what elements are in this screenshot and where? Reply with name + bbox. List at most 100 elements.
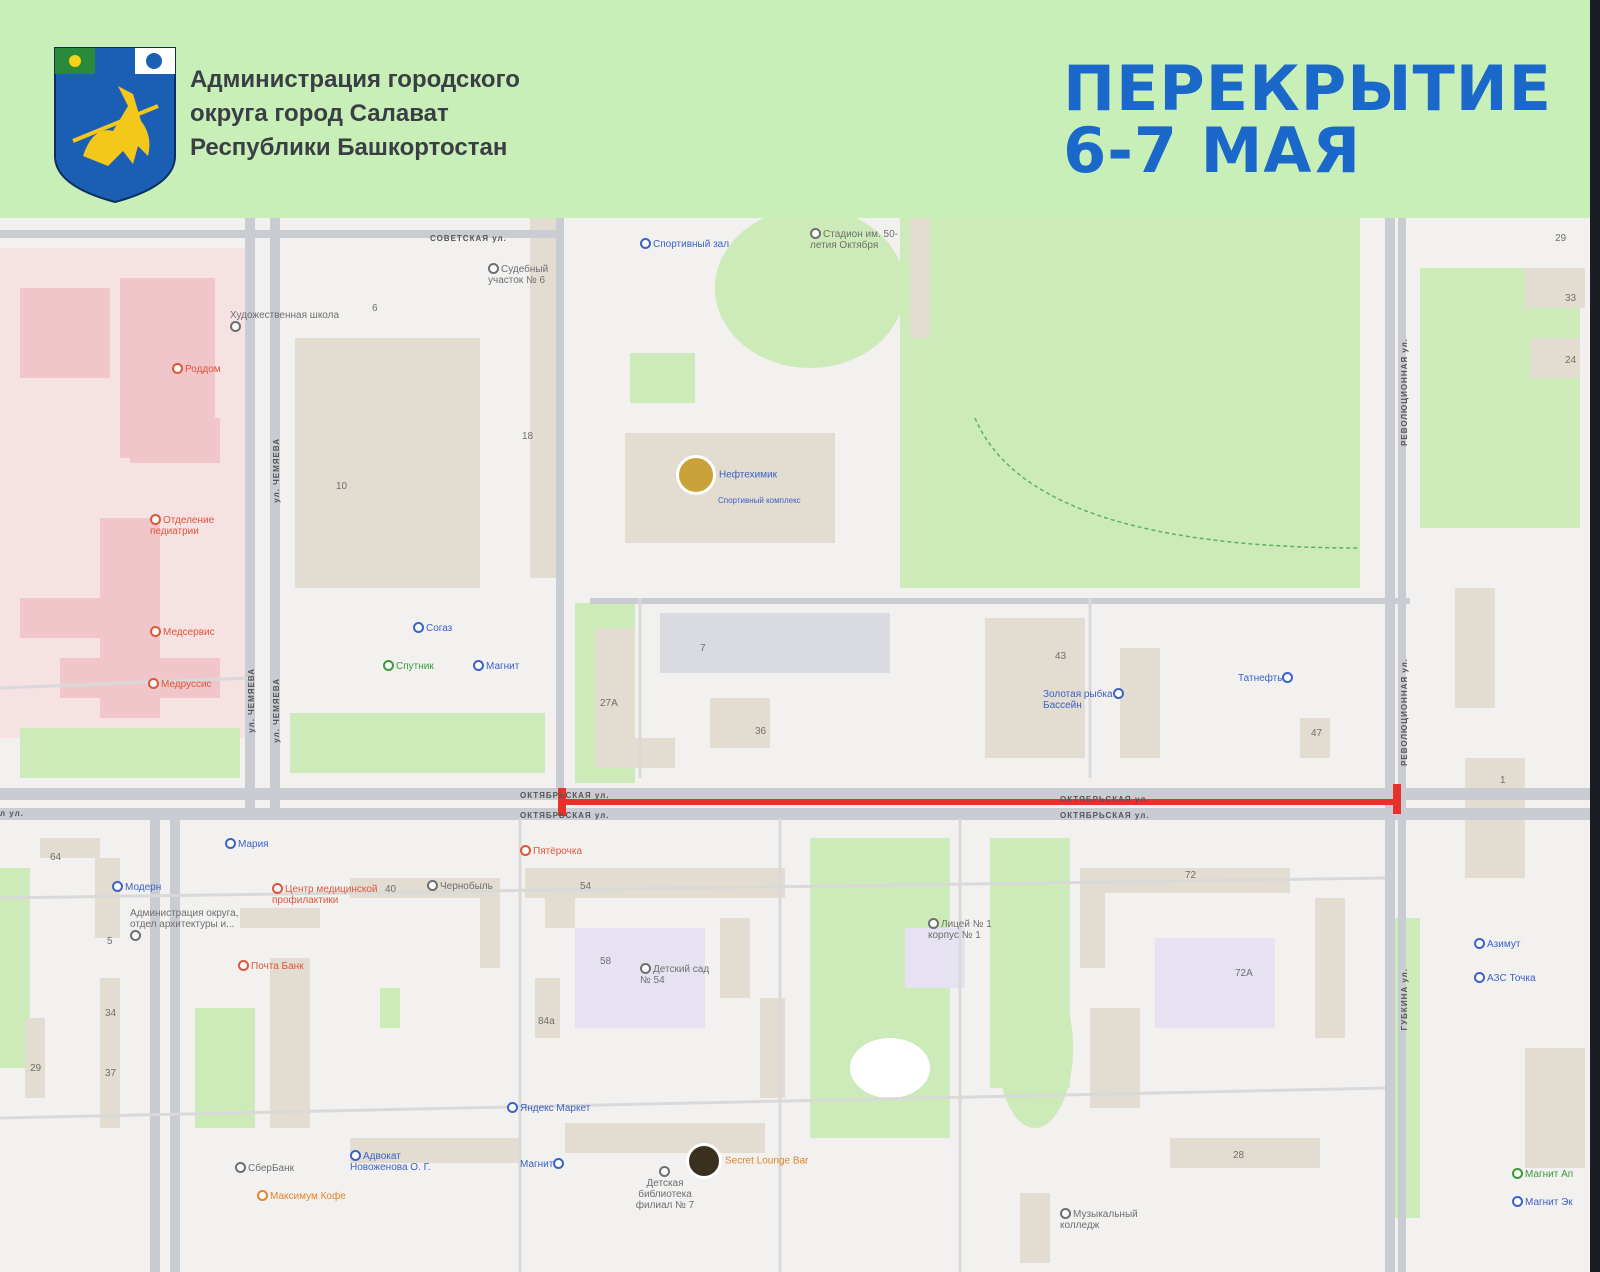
- house-number: 1: [1500, 775, 1506, 786]
- poi-sputnik[interactable]: Спутник: [383, 660, 434, 672]
- header-banner: Администрация городского округа город Са…: [0, 0, 1590, 218]
- house-number: 10: [336, 481, 348, 492]
- house-number: 72: [1185, 870, 1197, 881]
- map-canvas: [0, 218, 1590, 1272]
- house-number: 29: [30, 1063, 42, 1074]
- house-number: 84а: [538, 1016, 555, 1027]
- poi-sogaz[interactable]: Согаз: [413, 622, 452, 634]
- house-number: 64: [50, 852, 62, 863]
- stadium-icon: [810, 228, 821, 239]
- poi-kindergarten[interactable]: Детский сад № 54: [640, 963, 710, 986]
- poi-lawyer[interactable]: Адвокат Новоженова О. Г.: [350, 1150, 431, 1173]
- poi-chernobyl[interactable]: Чернобыль: [427, 880, 493, 892]
- shop-icon: [1512, 1168, 1523, 1179]
- house-number: 29: [1555, 233, 1567, 244]
- kindergarten-icon: [640, 963, 651, 974]
- house-number: 6: [372, 303, 378, 314]
- poi-yandex-market[interactable]: Яндекс Маркет: [507, 1102, 590, 1114]
- poi-music-college[interactable]: Музыкальный колледж: [1060, 1208, 1138, 1231]
- school-icon: [230, 321, 241, 332]
- poi-sberbank[interactable]: СберБанк: [235, 1162, 294, 1174]
- poi-roddom[interactable]: Роддом: [172, 363, 221, 375]
- poi-library[interactable]: Детская библиотека филиал № 7: [620, 1166, 710, 1211]
- poi-pochta[interactable]: Почта Банк: [238, 960, 304, 972]
- poi-azs[interactable]: АЗС Точка: [1474, 972, 1536, 984]
- gym-icon: [640, 238, 651, 249]
- house-number: 34: [105, 1008, 117, 1019]
- poi-medrussis[interactable]: Медруссис: [148, 678, 212, 690]
- poi-magnit-top[interactable]: Магнит: [473, 660, 519, 672]
- poi-lyceum[interactable]: Лицей № 1 корпус № 1: [928, 918, 992, 941]
- supermarket-icon: [520, 845, 531, 856]
- poi-stadium[interactable]: Стадион им. 50-летия Октября: [810, 228, 899, 251]
- poi-pyaterochka[interactable]: Пятёрочка: [520, 845, 582, 857]
- poi-lounge[interactable]: Secret Lounge Bar: [686, 1143, 808, 1179]
- street-revolyutsionnaya-2: РЕВОЛЮЦИОННАЯ ул.: [1400, 658, 1409, 766]
- insurance-icon: [413, 622, 424, 633]
- bank-icon: [238, 960, 249, 971]
- street-chernyaeva-3: ул. ЧЕМЯЕВА: [247, 668, 256, 733]
- clinic-icon: [148, 678, 159, 689]
- court-icon: [488, 263, 499, 274]
- college-icon: [1060, 1208, 1071, 1219]
- government-icon: [130, 930, 141, 941]
- monument-icon: [427, 880, 438, 891]
- school-icon: [928, 918, 939, 929]
- poi-art-school[interactable]: Художественная школа: [230, 310, 350, 333]
- poi-magnit-right-2[interactable]: Магнит Эк: [1512, 1196, 1573, 1208]
- street-oktyabrskaya-1: ОКТЯБРЬСКАЯ ул.: [520, 791, 610, 800]
- street-gubkina: ГУБКИНА ул.: [1400, 968, 1409, 1031]
- cafe-icon: [257, 1190, 268, 1201]
- organization-name: Администрация городского округа город Са…: [190, 63, 520, 165]
- shop-icon: [473, 660, 484, 671]
- fuel-station-icon: [1474, 972, 1485, 983]
- poi-sport-hall[interactable]: Спортивный зал: [640, 238, 729, 250]
- house-number: 28: [1233, 1150, 1245, 1161]
- shop-icon: [383, 660, 394, 671]
- pickup-point-icon: [507, 1102, 518, 1113]
- right-edge-strip: [1590, 0, 1600, 1272]
- house-number: 37: [105, 1068, 117, 1079]
- fuel-station-icon: [1282, 672, 1294, 683]
- poi-magnit-bottom[interactable]: Магнит: [520, 1158, 566, 1170]
- poi-modern[interactable]: Модерн: [112, 881, 161, 893]
- poi-medservis[interactable]: Медсервис: [150, 626, 215, 638]
- poi-tatneft[interactable]: Татнефть: [1238, 672, 1295, 684]
- street-sovetskaya: СОВЕТСКАЯ ул.: [430, 234, 507, 243]
- shop-icon: [553, 1158, 565, 1169]
- lawyer-icon: [350, 1150, 361, 1161]
- street-chernyaeva-2: ул. ЧЕМЯЕВА: [272, 678, 281, 743]
- shop-icon: [225, 838, 236, 849]
- hospital-icon: [150, 514, 161, 525]
- poi-maximum[interactable]: Максимум Кофе: [257, 1190, 346, 1202]
- poi-maria[interactable]: Мария: [225, 838, 269, 850]
- poi-pediatrics[interactable]: Отделение педиатрии: [150, 514, 215, 537]
- poi-court[interactable]: Судебный участок № 6: [488, 263, 549, 286]
- house-number: 36: [755, 726, 767, 737]
- street-oktyabrskaya-2: ОКТЯБРЬСКАЯ ул.: [520, 811, 610, 820]
- road-closure-line: [558, 784, 1401, 816]
- closure-headline: ПЕРЕКРЫТИЕ 6-7 МАЯ: [1063, 58, 1552, 182]
- street-oktyabrskaya-4: ОКТЯБРЬСКАЯ ул.: [1060, 811, 1150, 820]
- house-number: 7: [700, 643, 706, 654]
- house-number: 33: [1565, 293, 1577, 304]
- house-number: 24: [1565, 355, 1577, 366]
- poi-admin-office[interactable]: Администрация округа, отдел архитектуры …: [130, 908, 245, 942]
- poi-medcenter[interactable]: Центр медицинской профилактики: [272, 883, 378, 906]
- poi-magnit-right[interactable]: Магнит Ап: [1512, 1168, 1573, 1180]
- headline-line-1: ПЕРЕКРЫТИЕ: [1063, 52, 1552, 125]
- org-line-3: Республики Башкортостан: [190, 134, 508, 161]
- bar-photo-icon: [686, 1143, 722, 1179]
- org-line-2: округа город Салават: [190, 100, 449, 127]
- poi-azimut[interactable]: Азимут: [1474, 938, 1520, 950]
- house-number: 58: [600, 956, 612, 967]
- street-map[interactable]: СОВЕТСКАЯ ул. ОКТЯБРЬСКАЯ ул. ОКТЯБРЬСКА…: [0, 218, 1590, 1272]
- shop-icon: [112, 881, 123, 892]
- shop-icon: [1512, 1196, 1523, 1207]
- hospital-icon: [272, 883, 283, 894]
- street-left-fragment: л ул.: [0, 809, 24, 818]
- street-chernyaeva-1: ул. ЧЕМЯЕВА: [272, 438, 281, 503]
- clinic-icon: [150, 626, 161, 637]
